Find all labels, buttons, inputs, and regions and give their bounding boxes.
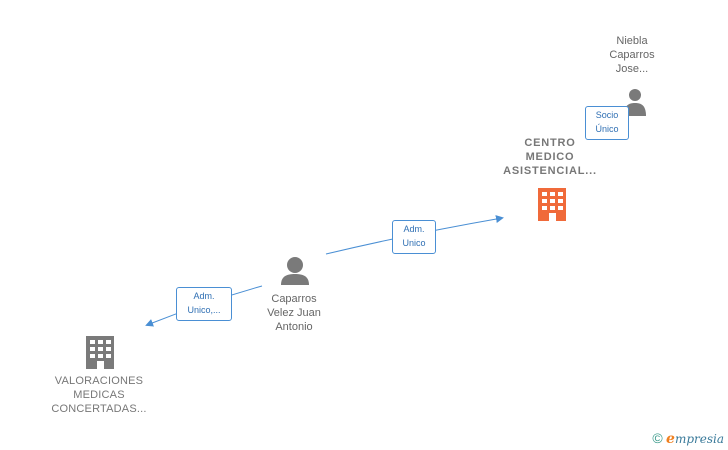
copyright-icon: © bbox=[652, 430, 663, 446]
edge-badge-socio-unico[interactable]: Socio Único bbox=[585, 106, 629, 140]
building-icon bbox=[86, 336, 114, 369]
person-icon bbox=[624, 89, 646, 116]
edge-badge-adm-unico[interactable]: Adm. Unico bbox=[392, 220, 436, 254]
label-line: ASISTENCIAL... bbox=[503, 165, 597, 177]
person-name-caparros-velez[interactable]: Caparros Velez Juan Antonio bbox=[252, 292, 336, 334]
label-line: CONCERTADAS... bbox=[51, 403, 147, 415]
badge-line: Unico bbox=[402, 238, 426, 248]
empresia-watermark: © empresia bbox=[652, 430, 724, 447]
label-line: Caparros bbox=[609, 49, 655, 61]
company-name-centro-medico[interactable]: CENTRO MEDICO ASISTENCIAL... bbox=[494, 136, 606, 178]
label-line: Velez Juan bbox=[267, 307, 321, 319]
label-line: MEDICO bbox=[525, 151, 575, 163]
label-line: Jose... bbox=[615, 63, 649, 75]
company-name-valoraciones[interactable]: VALORACIONES MEDICAS CONCERTADAS... bbox=[40, 374, 158, 416]
label-line: MEDICAS bbox=[73, 389, 125, 401]
badge-line: Unico,... bbox=[187, 305, 221, 315]
person-icon bbox=[281, 257, 309, 285]
brand-initial: e bbox=[666, 431, 675, 447]
label-line: Niebla bbox=[616, 35, 648, 47]
brand-name: mpresia bbox=[674, 432, 724, 446]
person-name-niebla[interactable]: Niebla Caparros Jose... bbox=[600, 34, 664, 76]
badge-line: Adm. bbox=[403, 224, 425, 234]
badge-line: Socio bbox=[595, 110, 619, 120]
label-line: VALORACIONES bbox=[54, 375, 144, 387]
label-line: CENTRO bbox=[524, 137, 576, 149]
label-line: Caparros bbox=[271, 293, 317, 305]
badge-line: Adm. bbox=[193, 291, 215, 301]
badge-line: Único bbox=[595, 124, 619, 134]
edge-badge-adm-unico-trunc[interactable]: Adm. Unico,... bbox=[176, 287, 232, 321]
label-line: Antonio bbox=[275, 321, 313, 333]
building-icon bbox=[538, 188, 566, 221]
